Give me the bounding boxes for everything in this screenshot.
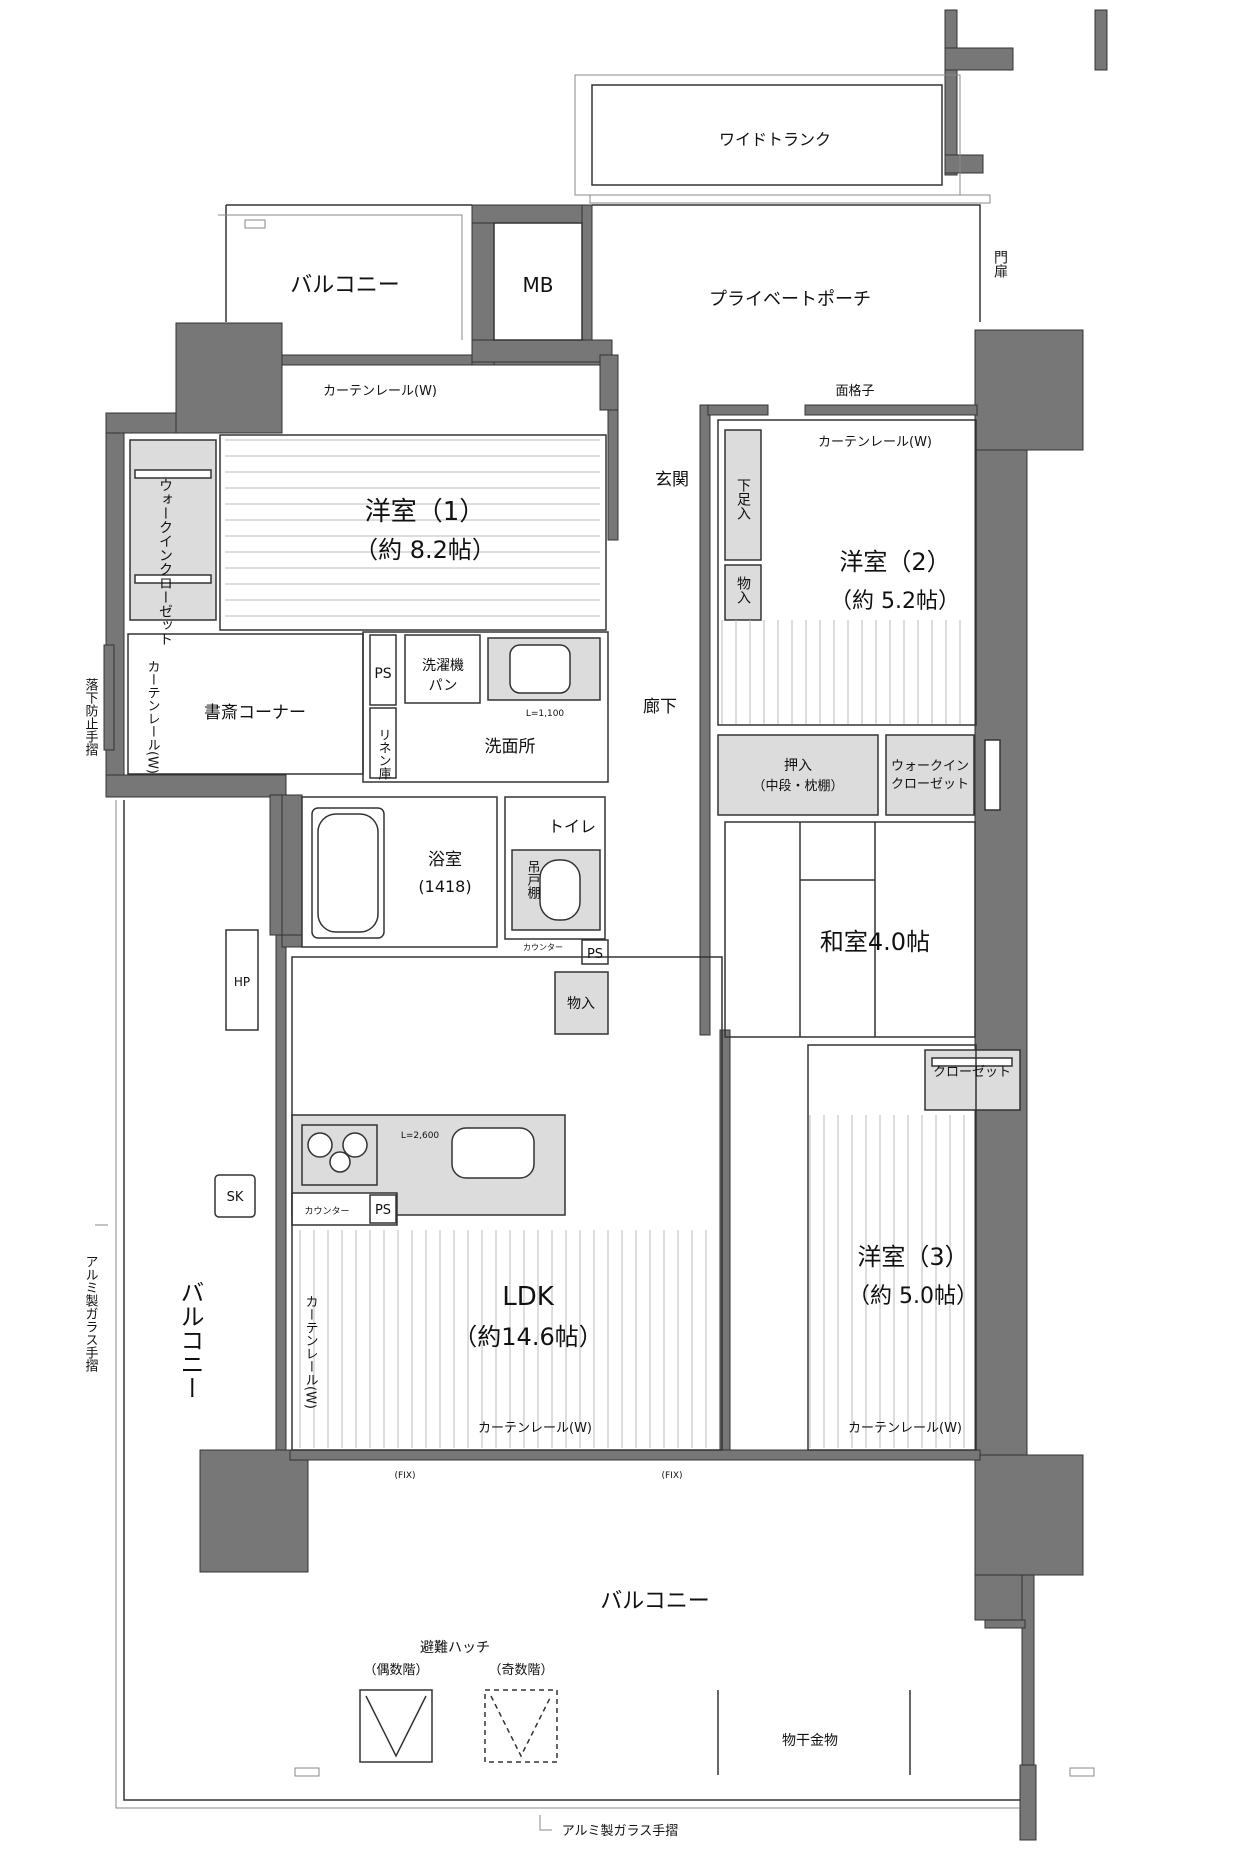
hp-label: HP — [234, 975, 250, 989]
counter-label-1: カウンター — [523, 943, 563, 952]
study-corner-label: 書斎コーナー — [204, 703, 306, 723]
leader-lines — [95, 1224, 552, 1831]
shoe-storage-label: 下足入 — [735, 478, 751, 520]
ldk-size: （約14.6帖） — [453, 1323, 602, 1351]
western3-size: （約 5.0帖） — [848, 1284, 978, 1309]
western1-size: （約 8.2帖） — [354, 536, 496, 564]
western1-name: 洋室（1） — [365, 497, 486, 527]
private-porch-label: プライベートポーチ — [709, 289, 871, 310]
alumi-rail-bottom: アルミ製ガラス手摺 — [562, 1824, 679, 1839]
lattice-label: 面格子 — [835, 383, 874, 399]
clothes-hanger-label: 物干金物 — [782, 1733, 838, 1749]
curtain-rail-w1: カーテンレール(W) — [323, 384, 437, 399]
curtain-rail-v1: カーテンレール(W) — [145, 660, 160, 774]
toilet-label: トイレ — [548, 817, 596, 836]
oshiire-label-1: 押入 — [784, 758, 812, 774]
oshiire-label-2: （中段・枕棚） — [752, 779, 843, 794]
gate-door-label: 門扉 — [992, 250, 1008, 278]
western2-size: （約 5.2帖） — [830, 589, 960, 614]
ps-label-3: PS — [375, 1203, 391, 1218]
western3-name: 洋室（3） — [857, 1243, 968, 1271]
mb-label: MB — [523, 273, 554, 297]
balcony-bottom-label: バルコニー — [600, 1589, 710, 1614]
balcony-top-label: バルコニー — [290, 273, 400, 298]
floor-hatching — [225, 439, 965, 1448]
curtain-rail-w4: カーテンレール(W) — [848, 1421, 962, 1436]
washer-pan-2: パン — [429, 678, 458, 694]
fix-label-2: (FIX) — [661, 1471, 682, 1481]
curtain-rail-v2: カーテンレール(W) — [303, 1295, 318, 1409]
ps-label-2: PS — [587, 947, 603, 962]
washroom-label: 洗面所 — [485, 737, 536, 757]
washitsu-label: 和室4.0帖 — [820, 928, 930, 956]
curtain-rail-w3: カーテンレール(W) — [478, 1421, 592, 1436]
fall-guard-label: 落下防止手摺 — [83, 678, 99, 756]
storage-label-1: 物入 — [735, 576, 751, 604]
walkin-closet-h1: ウォークイン — [891, 759, 969, 774]
escape-hatch-label: 避難ハッチ — [420, 1640, 490, 1656]
bath-size-label: (1418) — [418, 877, 471, 896]
bath-label: 浴室 — [428, 850, 462, 870]
curtain-rail-w2: カーテンレール(W) — [818, 435, 932, 450]
western2-name: 洋室（2） — [839, 548, 950, 576]
closet-label: クローゼット — [933, 1065, 1011, 1080]
walkin-closet-h2: クローゼット — [891, 777, 969, 792]
sk-label: SK — [227, 1190, 244, 1205]
storage-label-2: 物入 — [567, 996, 595, 1012]
even-floor-label: （偶数階） — [363, 1663, 428, 1678]
ps-label-1: PS — [374, 666, 391, 682]
labels: ワイドトランク プライベートポーチ 門扉 バルコニー MB 面格子 カーテンレー… — [83, 130, 1012, 1839]
hanging-shelf-label: 吊戸棚 — [525, 860, 541, 899]
washer-pan-1: 洗濯機 — [422, 658, 464, 674]
fix-label-1: (FIX) — [394, 1471, 415, 1481]
walls — [103, 9, 1108, 1841]
wide-trunk-label: ワイドトランク — [719, 130, 831, 149]
entrance-label: 玄関 — [655, 470, 689, 490]
room-outlines — [115, 74, 1095, 1809]
balcony-left-label: バルコニー — [176, 1280, 204, 1400]
counter-label-2: カウンター — [304, 1206, 349, 1217]
l1100-label: L=1,100 — [526, 709, 565, 719]
walkin-closet-label: ウォークインクローゼット — [157, 478, 173, 646]
hallway-label: 廊下 — [643, 697, 677, 717]
l2600-label: L=2,600 — [401, 1131, 440, 1141]
linen-label: リネン庫 — [376, 728, 392, 780]
alumi-rail-left: アルミ製ガラス手摺 — [83, 1255, 99, 1372]
ldk-name: LDK — [502, 1282, 555, 1312]
odd-floor-label: （奇数階） — [488, 1662, 553, 1678]
